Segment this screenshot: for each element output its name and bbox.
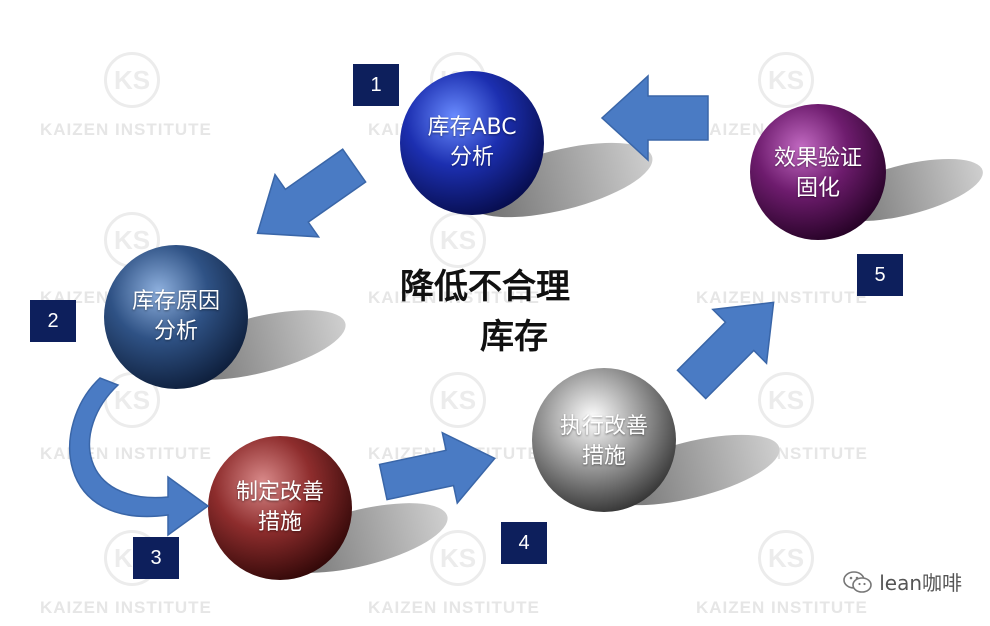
watermark-text: KAIZEN INSTITUTE [368,598,540,617]
step-5-line2: 固化 [795,176,840,201]
step-1-badge: 1 [353,64,399,106]
step-1-line2: 分析 [449,145,494,170]
footer-source: lean咖啡 [843,567,962,596]
step-5-line1: 效果验证 [773,146,862,171]
step-2-line2: 分析 [153,319,198,344]
step-4-line2: 措施 [581,444,626,469]
watermark-text: KAIZEN INSTITUTE [368,288,540,307]
step-4-label: 执行改善 措施 [532,402,676,482]
watermark-logo: KS [104,52,160,108]
watermark-logo: KS [758,372,814,428]
watermark-text: KAIZEN INSTITUTE [40,598,212,617]
sphere-step-2 [104,245,248,389]
arrow-5-to-1 [600,74,709,162]
center-title-line2: 库存 [480,317,548,357]
step-5-badge: 5 [857,254,903,296]
step-2-label: 库存原因 分析 [104,277,248,357]
step-1-line1: 库存ABC [427,115,517,140]
step-4-badge: 4 [501,522,547,564]
sphere-step-1 [400,71,544,215]
arrow-2-to-3 [69,377,210,537]
step-5-label: 效果验证 固化 [748,134,888,214]
step-1-label: 库存ABC 分析 [400,103,544,183]
watermark-text: KAIZEN INSTITUTE [696,598,868,617]
arrow-1-to-2 [256,148,367,238]
watermark-logo: KS [430,530,486,586]
watermark-logo: KS [430,372,486,428]
watermark-logo: KS [758,52,814,108]
step-3-badge: 3 [133,537,179,579]
center-title-line1: 降低不合理 [400,267,570,307]
step-4-line1: 执行改善 [559,414,648,439]
step-3-line2: 措施 [257,510,302,535]
step-2-line1: 库存原因 [131,289,220,314]
watermark-text: KAIZEN INSTITUTE [40,120,212,139]
wechat-icon [843,570,873,593]
sphere-step-4 [532,368,676,512]
step-3-label: 制定改善 措施 [208,468,352,548]
watermark-logo: KS [758,530,814,586]
sphere-step-5 [750,104,886,240]
watermark-text: KAIZEN INSTITUTE [696,288,868,307]
footer-text: lean咖啡 [879,571,962,595]
arrow-3-to-4 [378,431,496,505]
arrow-4-to-5 [676,301,775,400]
step-3-line1: 制定改善 [235,480,324,505]
step-2-badge: 2 [30,300,76,342]
sphere-step-3 [208,436,352,580]
